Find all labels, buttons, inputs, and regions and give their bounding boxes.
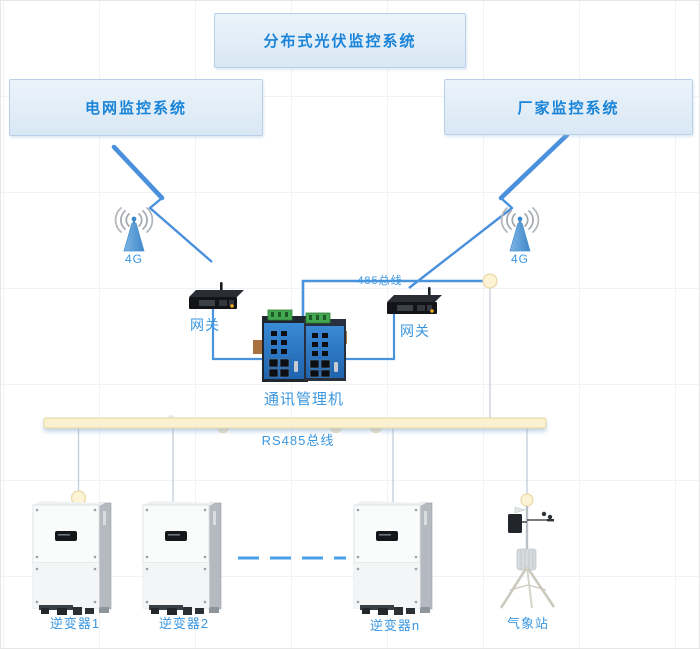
label-weather-station: 气象站 xyxy=(506,616,549,631)
router-icon-left xyxy=(189,282,244,309)
label-gateway-left: 网关 xyxy=(190,317,220,333)
label-gateway-right: 网关 xyxy=(400,323,430,339)
node-grid-monitor-system-label: 电网监控系统 xyxy=(84,100,187,117)
lightning-link-icon-right xyxy=(408,132,570,289)
4g-antenna-icon-right xyxy=(500,207,540,252)
label-inverter-2: 逆变器2 xyxy=(158,616,210,631)
node-vendor-monitor-system: 厂家监控系统 xyxy=(444,79,693,135)
label-4g-right: 4G xyxy=(510,252,529,266)
connection-node-circle-485 xyxy=(482,273,498,289)
lightning-link-icon-left xyxy=(111,144,213,263)
node-grid-monitor-system: 电网监控系统 xyxy=(9,79,263,136)
label-comm-manager: 通讯管理机 xyxy=(263,391,344,408)
router-icon-right xyxy=(387,287,442,314)
connection-node-circle-weather xyxy=(520,493,534,507)
rs485-bus-bar xyxy=(43,417,547,429)
label-inverter-1: 逆变器1 xyxy=(49,616,101,631)
label-bus-rs485: RS485总线 xyxy=(261,433,335,448)
label-bus-485: 485总线 xyxy=(357,275,403,287)
inverter-icon-2 xyxy=(142,500,222,616)
node-vendor-monitor-system-label: 厂家监控系统 xyxy=(517,99,620,117)
inverter-icon-n xyxy=(353,500,433,616)
rs485-drop-lines xyxy=(77,428,528,503)
inverter-icon-1 xyxy=(32,500,112,616)
node-pv-monitor-system: 分布式光伏监控系统 xyxy=(214,13,466,68)
4g-antenna-icon-left xyxy=(114,207,154,252)
label-4g-left: 4G xyxy=(124,252,143,266)
label-inverter-n: 逆变器n xyxy=(369,618,421,633)
weather-station-icon xyxy=(499,506,556,609)
node-pv-monitor-system-label: 分布式光伏监控系统 xyxy=(263,33,417,50)
industrial-switch-icon xyxy=(253,309,347,382)
